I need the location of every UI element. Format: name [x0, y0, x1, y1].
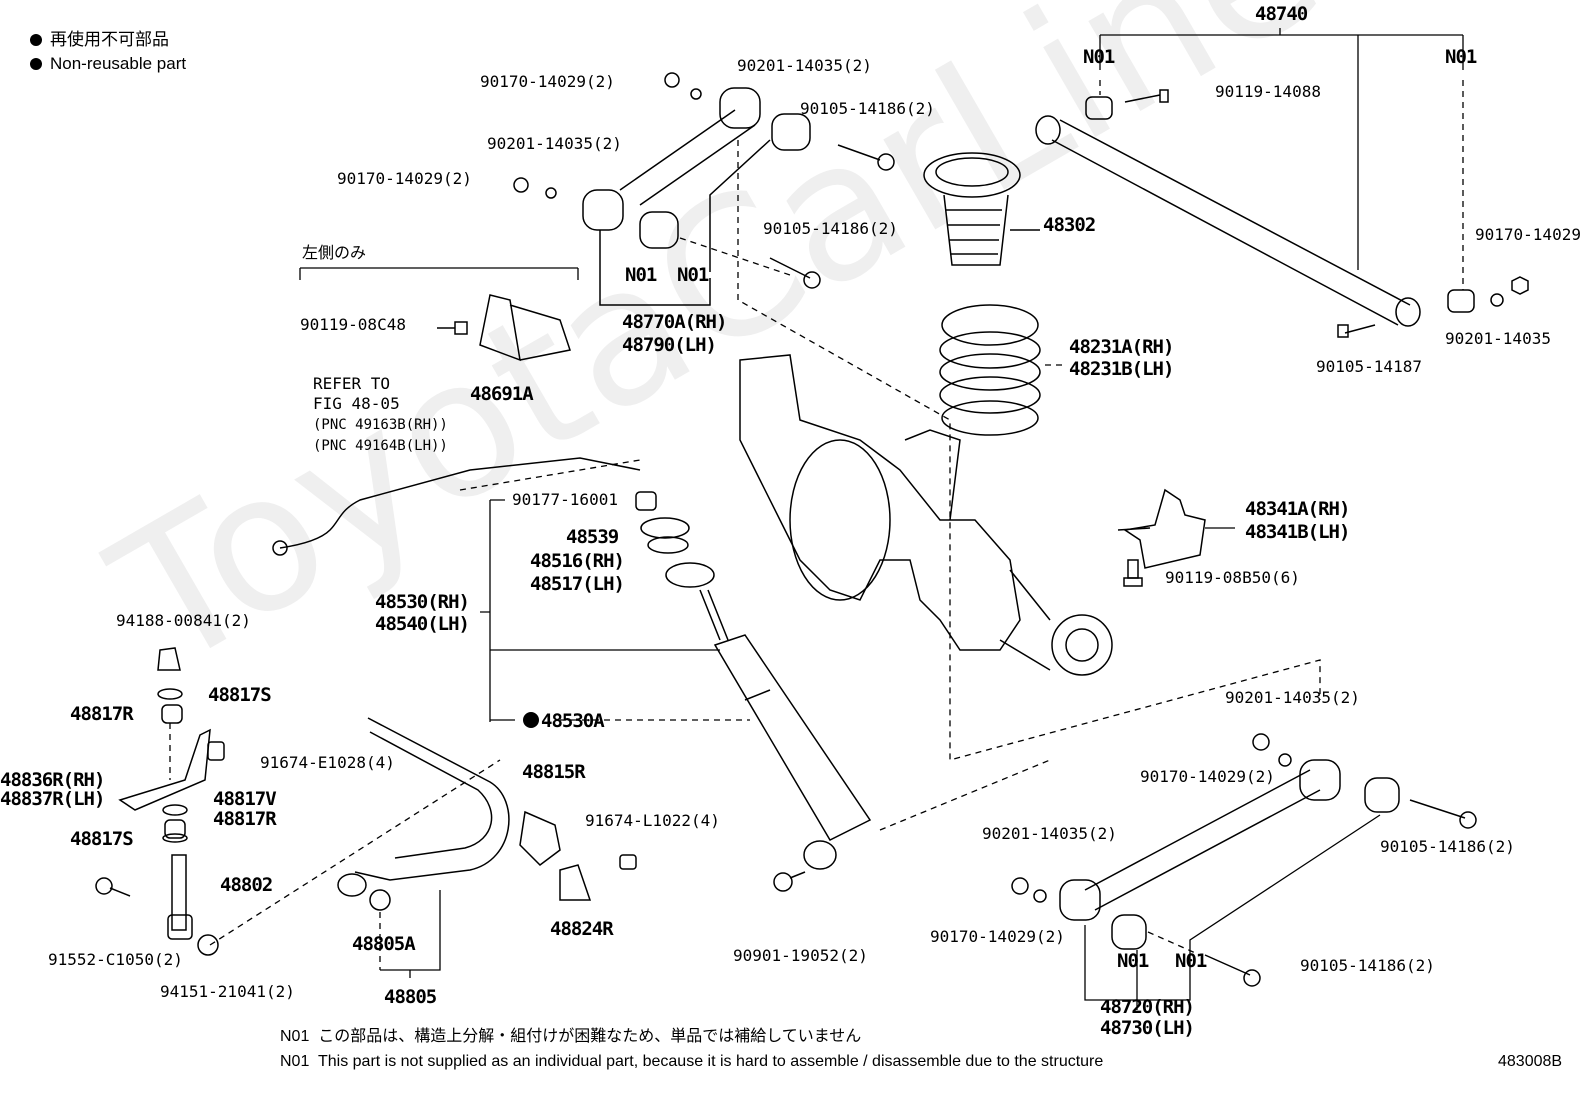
legend: 再使用不可部品 Non-reusable part	[30, 28, 186, 76]
footnote-jp: N01 この部品は、構造上分解・組付けが困難なため、単品では補給していません	[280, 1028, 862, 1045]
part-label[interactable]: 48802	[220, 874, 273, 896]
bracket-48691a-shape	[299, 267, 579, 362]
left-only-label: 左側のみ	[302, 243, 367, 262]
footnote-en: N01 This part is not supplied as an indi…	[280, 1053, 1104, 1070]
stabilizer-link-shape	[95, 647, 225, 956]
bushing-label[interactable]: N01	[1083, 46, 1115, 68]
refer-note-line: (PNC 49164B(LH))	[313, 438, 448, 454]
axle-housing-shape	[739, 354, 1113, 676]
part-label[interactable]: 48837R(LH)	[0, 788, 105, 810]
part-label[interactable]: 90201-14035(2)	[737, 56, 872, 75]
spring-bracket-shape	[1117, 488, 1235, 587]
part-label-nonreusable[interactable]: 48530A	[523, 710, 605, 732]
stabilizer-bar-shape	[337, 717, 637, 978]
stabilizer-hose-shape	[272, 457, 641, 556]
part-label[interactable]: 90105-14187	[1316, 357, 1422, 376]
part-label[interactable]: 90119-08B50(6)	[1165, 568, 1300, 587]
bullet-icon	[30, 58, 42, 70]
part-label[interactable]: 48740	[1255, 3, 1308, 25]
part-label[interactable]: 48805	[384, 986, 437, 1008]
part-label[interactable]: 48530(RH)	[375, 591, 470, 613]
part-label[interactable]: 91552-C1050(2)	[48, 950, 183, 969]
lower-arm-shape	[1011, 733, 1477, 1010]
part-label[interactable]: 90901-19052(2)	[733, 946, 868, 965]
part-label[interactable]: 48720(RH)	[1100, 996, 1195, 1018]
part-label[interactable]: 48817V	[213, 788, 277, 810]
part-label[interactable]: 48341B(LH)	[1245, 521, 1350, 543]
part-label[interactable]: 90119-08C48	[300, 315, 406, 334]
part-label[interactable]: 48231A(RH)	[1069, 336, 1174, 358]
part-label[interactable]: 94151-21041(2)	[160, 982, 295, 1001]
part-label[interactable]: 90105-14186(2)	[800, 99, 935, 118]
part-label[interactable]: 48730(LH)	[1100, 1017, 1195, 1039]
part-label[interactable]: 90177-16001	[512, 490, 618, 509]
refer-note-line: REFER TO	[313, 374, 391, 393]
part-label[interactable]: 90170-14029(2)	[337, 169, 472, 188]
bushing-label[interactable]: N01	[1117, 950, 1149, 972]
part-label[interactable]: 48824R	[550, 918, 614, 940]
part-label[interactable]: 90170-14029(2)	[480, 72, 615, 91]
lateral-rod-shape	[1035, 89, 1529, 338]
legend-en: Non-reusable part	[30, 52, 186, 76]
upper-arm-shape	[513, 72, 895, 306]
nonreusable-bullet-icon	[523, 712, 539, 728]
bullet-icon	[30, 34, 42, 46]
bushing-label[interactable]: N01	[1445, 46, 1477, 68]
part-label[interactable]: 48817S	[208, 684, 272, 706]
part-label[interactable]: 90170-14029	[1475, 225, 1581, 244]
part-label[interactable]: 90105-14186(2)	[1380, 837, 1515, 856]
part-label[interactable]: 90105-14186(2)	[763, 219, 898, 238]
part-label[interactable]: 48836R(RH)	[0, 769, 105, 791]
legend-jp: 再使用不可部品	[30, 28, 186, 52]
part-label[interactable]: 90170-14029(2)	[1140, 767, 1275, 786]
lateral-rod-bracket	[1099, 28, 1464, 290]
part-label[interactable]: 48341A(RH)	[1245, 498, 1350, 520]
part-label[interactable]: 90201-14035(2)	[982, 824, 1117, 843]
part-label[interactable]: 90170-14029(2)	[930, 927, 1065, 946]
part-label[interactable]: 48805A	[352, 933, 416, 955]
part-label[interactable]: 48817S	[70, 828, 134, 850]
part-label[interactable]: 48817R	[70, 703, 134, 725]
bushing-label[interactable]: N01	[1175, 950, 1207, 972]
part-label[interactable]: 48231B(LH)	[1069, 358, 1174, 380]
part-label[interactable]: 48790(LH)	[622, 334, 717, 356]
part-label[interactable]: 48691A	[470, 383, 534, 405]
part-label[interactable]: 48302	[1043, 214, 1096, 236]
refer-note-line: FIG 48-05	[313, 394, 400, 413]
figure-id: 483008B	[1498, 1053, 1563, 1070]
part-label[interactable]: 90201-14035(2)	[487, 134, 622, 153]
refer-note-line: (PNC 49163B(RH))	[313, 417, 448, 433]
part-label[interactable]: 90105-14186(2)	[1300, 956, 1435, 975]
bushing-label[interactable]: N01	[625, 264, 657, 286]
bump-stop-spring-shape	[923, 152, 1065, 436]
part-label[interactable]: 91674-E1028(4)	[260, 753, 395, 772]
part-label[interactable]: 90119-14088	[1215, 82, 1321, 101]
part-label[interactable]: 94188-00841(2)	[116, 611, 251, 630]
part-label[interactable]: 48815R	[522, 761, 586, 783]
part-label[interactable]: 91674-L1022(4)	[585, 811, 720, 830]
part-label[interactable]: 90201-14035(2)	[1225, 688, 1360, 707]
assembly-dashed-lines	[209, 140, 1321, 946]
part-label[interactable]: 48516(RH)	[530, 550, 625, 572]
shock-absorber-shape	[459, 459, 872, 892]
part-label[interactable]: 48539	[566, 526, 619, 548]
part-label[interactable]: 48517(LH)	[530, 573, 625, 595]
bushing-label[interactable]: N01	[677, 264, 709, 286]
part-label[interactable]: 48817R	[213, 808, 277, 830]
part-label[interactable]: 48770A(RH)	[622, 311, 727, 333]
part-label[interactable]: 48540(LH)	[375, 613, 470, 635]
part-label[interactable]: 90201-14035	[1445, 329, 1551, 348]
